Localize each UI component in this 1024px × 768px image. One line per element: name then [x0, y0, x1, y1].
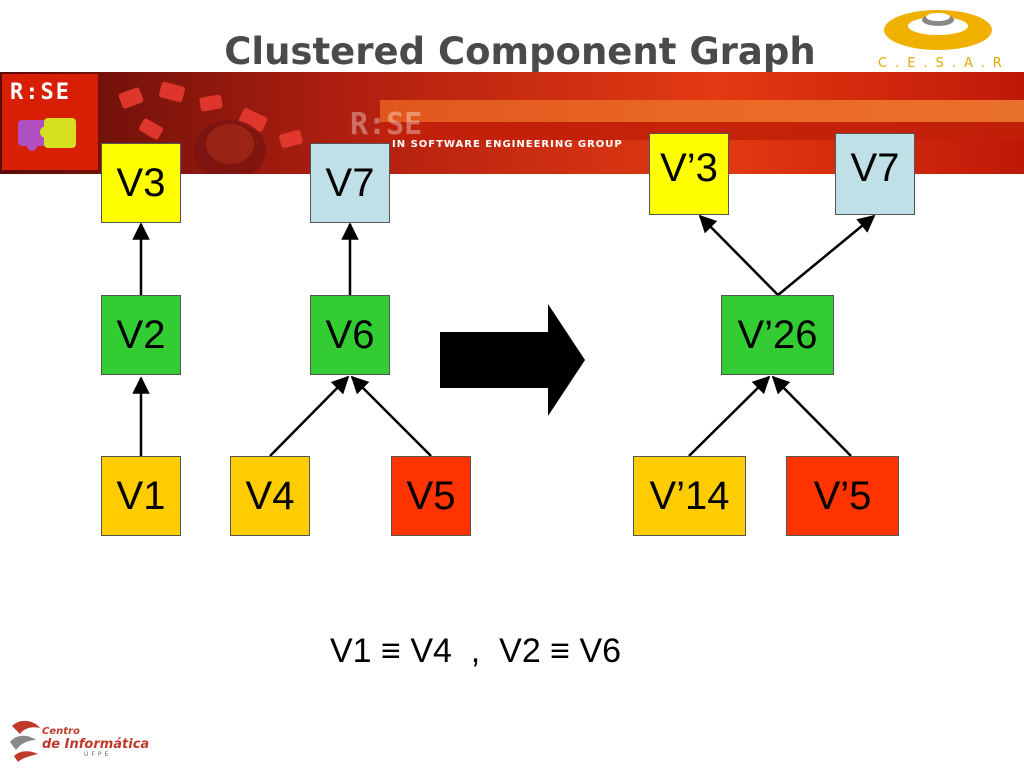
node-v26-prime: V’26: [721, 295, 834, 375]
edge-v14-v26: [688, 375, 771, 457]
transform-arrow-icon: [440, 304, 585, 416]
edge-v5p-v26: [771, 375, 852, 457]
equivalence-text: V1 ≡ V4 , V2 ≡ V6: [330, 632, 622, 670]
cesar-logo-text: C.E.S.A.R: [878, 56, 1010, 71]
cesar-logo-icon: [884, 10, 992, 50]
node-v2: V2: [101, 295, 181, 375]
svg-text:R:SE: R:SE: [350, 107, 422, 142]
node-v5: V5: [391, 456, 471, 536]
node-v6: V6: [310, 295, 390, 375]
node-v1: V1: [101, 456, 181, 536]
footer-logo-line2: de Informática: [42, 737, 150, 752]
banner-subtitle: IN SOFTWARE ENGINEERING GROUP: [392, 139, 623, 150]
node-v3-prime: V’3: [649, 133, 729, 215]
rise-logo-text: R:SE: [10, 80, 71, 105]
centro-informatica-logo-icon: [10, 720, 40, 762]
puzzle-icon: [18, 118, 76, 151]
node-v7-right: V7: [835, 133, 915, 215]
slide-title: Clustered Component Graph: [224, 30, 816, 73]
edge-v26-v7: [777, 214, 876, 296]
node-v3: V3: [101, 143, 181, 223]
footer-logo-line3: UFPE: [84, 751, 112, 758]
node-v5-prime: V’5: [786, 456, 899, 536]
edge-v5-v6: [350, 375, 432, 457]
node-v7: V7: [310, 143, 390, 223]
node-v14-prime: V’14: [633, 456, 746, 536]
edge-v4-v6: [269, 375, 350, 457]
edge-v26-v3: [698, 214, 779, 296]
rise-logo: R:SE: [2, 74, 98, 170]
node-v4: V4: [230, 456, 310, 536]
footer-logo-line1: Centro: [42, 726, 80, 737]
